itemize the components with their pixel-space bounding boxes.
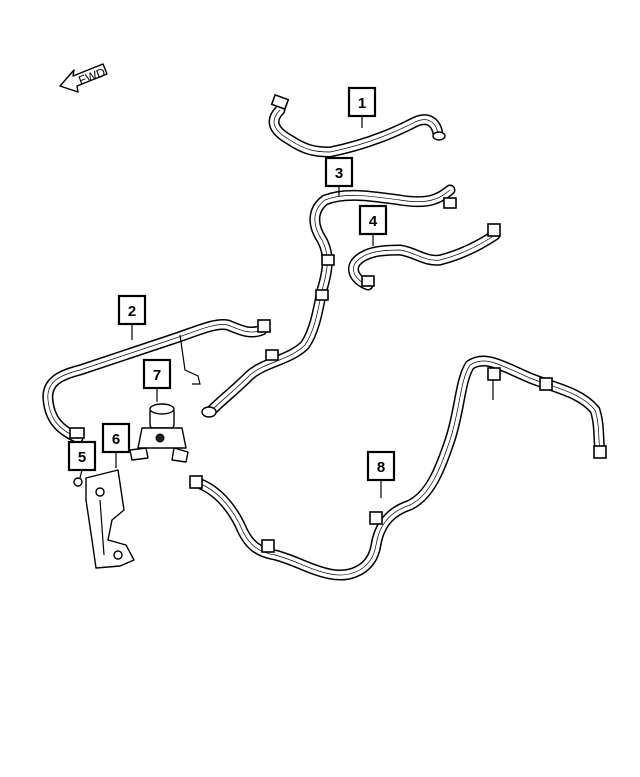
callout-6-label: 6	[112, 431, 120, 448]
callout-6: 6	[101, 422, 131, 468]
callout-3-label: 3	[335, 165, 343, 182]
callout-4: 4	[358, 204, 388, 246]
callout-5: 5	[67, 440, 97, 479]
hose-1	[268, 93, 446, 158]
callout-8-label: 8	[377, 459, 385, 476]
hose-4	[348, 223, 501, 291]
callout-8: 8	[366, 450, 396, 498]
callout-7-label: 7	[153, 367, 161, 384]
part-5-nut	[73, 477, 83, 487]
fwd-arrow-indicator: FWD	[59, 63, 108, 93]
hose-2	[42, 318, 271, 444]
part-6-bracket	[85, 469, 135, 569]
callout-1-label: 1	[358, 95, 366, 112]
callout-4-label: 4	[369, 213, 378, 230]
hose-3	[201, 184, 457, 418]
callout-7: 7	[142, 358, 172, 402]
hose-8	[189, 355, 607, 581]
part-7-pump	[129, 403, 189, 463]
callout-2: 2	[117, 294, 147, 340]
fwd-label: FWD	[77, 65, 108, 88]
callout-1: 1	[347, 86, 377, 128]
callout-3: 3	[324, 156, 354, 196]
callout-2-label: 2	[128, 303, 136, 320]
callout-5-label: 5	[78, 449, 86, 466]
